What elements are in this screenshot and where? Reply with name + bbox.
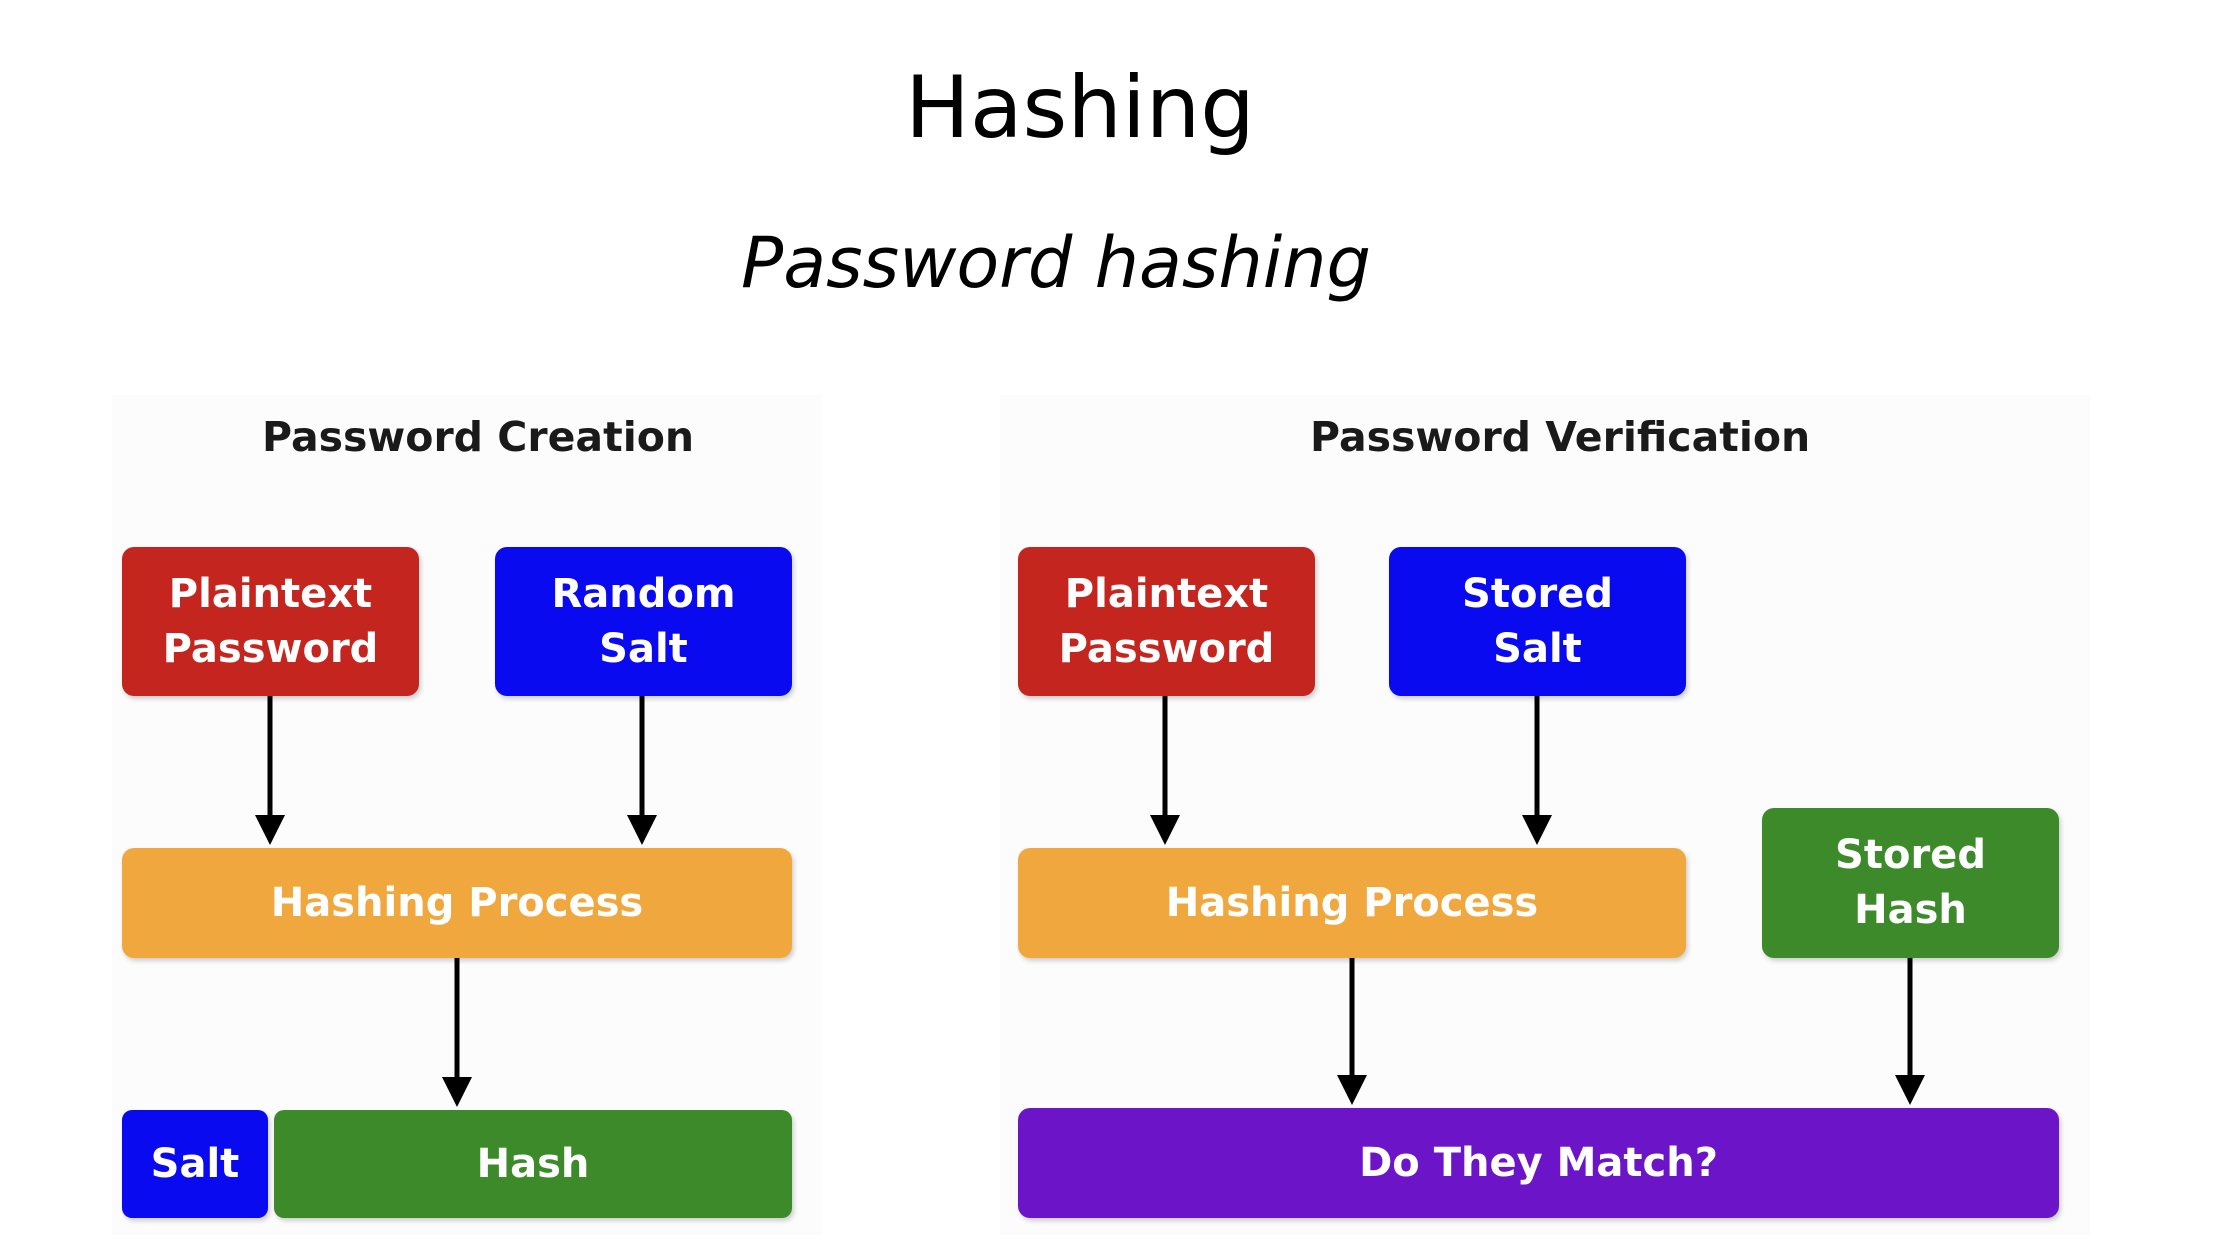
creation-heading: Password Creation: [262, 413, 695, 461]
slide-subtitle: Password hashing: [741, 222, 1371, 304]
slide-title: Hashing: [905, 58, 1255, 158]
creation-salt-output-box: Salt: [122, 1110, 268, 1218]
verification-match-box: Do They Match?: [1018, 1108, 2059, 1218]
creation-plaintext-password-box: Plaintext Password: [122, 547, 419, 696]
verification-stored-salt-box: Stored Salt: [1389, 547, 1686, 696]
creation-random-salt-box: Random Salt: [495, 547, 792, 696]
verification-plaintext-password-box: Plaintext Password: [1018, 547, 1315, 696]
creation-hashing-process-box: Hashing Process: [122, 848, 792, 958]
verification-heading: Password Verification: [1310, 413, 1811, 461]
creation-panel-background: [112, 395, 822, 1235]
creation-hash-output-box: Hash: [274, 1110, 792, 1218]
verification-hashing-process-box: Hashing Process: [1018, 848, 1686, 958]
verification-stored-hash-box: Stored Hash: [1762, 808, 2059, 958]
